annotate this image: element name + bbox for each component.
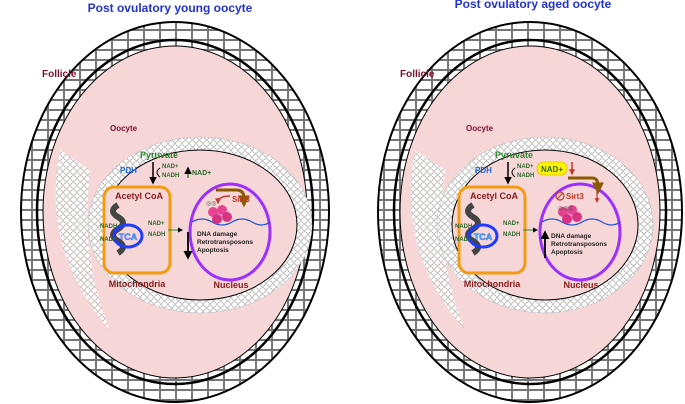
sirt3-inhibited-icon (555, 191, 565, 201)
nad-label-3: NAD+ (503, 221, 520, 227)
nad-label-2: NAD+ (100, 237, 117, 243)
oocyte-label: Oocyte (110, 124, 138, 133)
nad-label-2: NAD+ (455, 237, 472, 243)
sirt3-label: Sirt3 (232, 195, 250, 204)
tca-label: TCA (119, 232, 138, 242)
pdh-label: PDH (120, 166, 137, 175)
acetyl-coa-label: Acetyl CoA (470, 191, 519, 201)
panel-title: Post ovulatory young oocyte (88, 1, 253, 15)
follicle-basal-lamina (392, 38, 668, 386)
pyruvate-label: Pyruvate (140, 150, 178, 160)
nad-level-label: NAD+ (541, 165, 563, 174)
dna-strand (541, 218, 621, 226)
oocyte-label: Oocyte (466, 124, 494, 133)
nadh-label-1: NADH (162, 173, 179, 179)
tca-cycle (467, 223, 499, 249)
svg-text:◎◎◎: ◎◎◎ (558, 206, 574, 212)
effect-retrotransposons: Retrotransposons (551, 241, 607, 248)
nadh-label-3: NADH (503, 232, 520, 238)
sirt3-action-arrow (215, 195, 231, 205)
panel-young: Post ovulatory young oocyte Follicle Ooc… (20, 1, 330, 403)
effect-dna-damage: DNA damage (551, 233, 592, 240)
chromatin-nucleosome (208, 205, 232, 224)
nucleus-label: Nucleus (563, 280, 598, 290)
nad-highlight (536, 161, 568, 176)
granulosa-cells (55, 150, 110, 330)
effect-apoptosis: Apoptosis (197, 247, 229, 254)
nad-curve-arrow (156, 167, 161, 178)
panel-aged: Post ovulatory aged oocyte Follicle Oocy… (377, 0, 683, 403)
nad-curve-arrow (511, 167, 516, 178)
effect-dna-damage: DNA damage (197, 231, 238, 238)
panel-title: Post ovulatory aged oocyte (455, 0, 612, 11)
nadh-label-3: NADH (148, 232, 165, 238)
nad-level-label: NAD+ (192, 170, 211, 177)
nad-label-3: NAD+ (148, 221, 165, 227)
sirt3-label: Sirt3 (566, 192, 584, 201)
nadh-label-2: NADH (100, 224, 117, 230)
follicle-label: Follicle (400, 69, 435, 80)
follicle-basal-lamina (35, 38, 315, 386)
mitochondria-label: Mitochondria (464, 279, 521, 289)
follicle-label: Follicle (42, 69, 77, 80)
acetyl-mark-icon: ◎◎ (206, 201, 216, 207)
sirt3-input-arrow (568, 176, 604, 195)
granulosa-cells (410, 150, 465, 330)
effect-apoptosis: Apoptosis (551, 249, 583, 256)
pyruvate-label: Pyruvate (495, 150, 533, 160)
pdh-label: PDH (475, 166, 492, 175)
nad-label-1: NAD+ (517, 164, 534, 170)
nad-label-1: NAD+ (162, 164, 179, 170)
chromatin-nucleosome: ◎◎◎ (558, 205, 582, 224)
acetyl-coa-label: Acetyl CoA (115, 191, 164, 201)
nadh-label-2: NADH (455, 224, 472, 230)
nucleus-label: Nucleus (213, 280, 248, 290)
sirt3-input-arrow (216, 188, 250, 208)
nadh-label-1: NADH (517, 173, 534, 179)
mitochondria-label: Mitochondria (109, 279, 166, 289)
dna-strand (191, 218, 271, 226)
tca-label: TCA (474, 232, 493, 242)
tca-cycle (112, 223, 144, 249)
effect-retrotransposons: Retrotransposons (197, 239, 253, 246)
